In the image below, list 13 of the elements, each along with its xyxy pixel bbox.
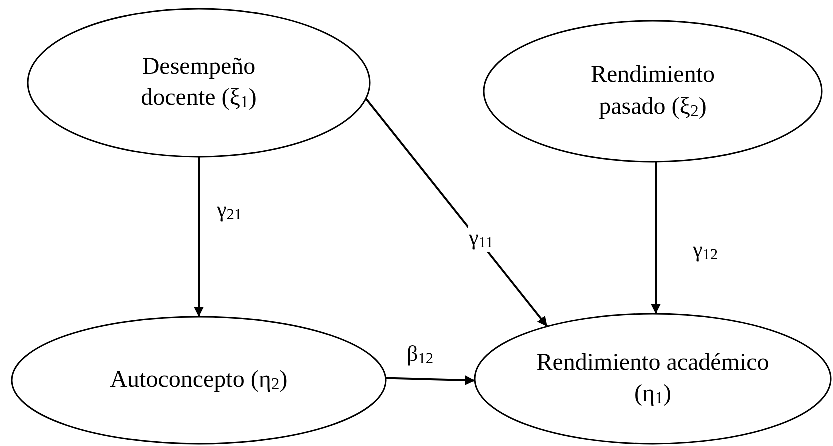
node-label: Rendimiento académico (η$_{1}$): [536, 348, 770, 410]
edge-label: γ$_{11}$: [468, 226, 495, 252]
ellipse-node: [474, 313, 832, 445]
node-label: Rendimiento pasado (ξ$_{2}$): [590, 61, 716, 122]
ellipse-node: [483, 20, 823, 163]
arrow: [651, 162, 661, 314]
arrow: [194, 157, 204, 317]
node-label: Desempeño docente (ξ$_{1}$): [140, 52, 258, 114]
ellipse-node: [27, 8, 371, 158]
node-label: Autoconcepto (η$_{2}$): [109, 366, 289, 396]
ellipse-node: [11, 316, 387, 445]
arrow: [386, 376, 476, 386]
arrow: [365, 98, 548, 328]
